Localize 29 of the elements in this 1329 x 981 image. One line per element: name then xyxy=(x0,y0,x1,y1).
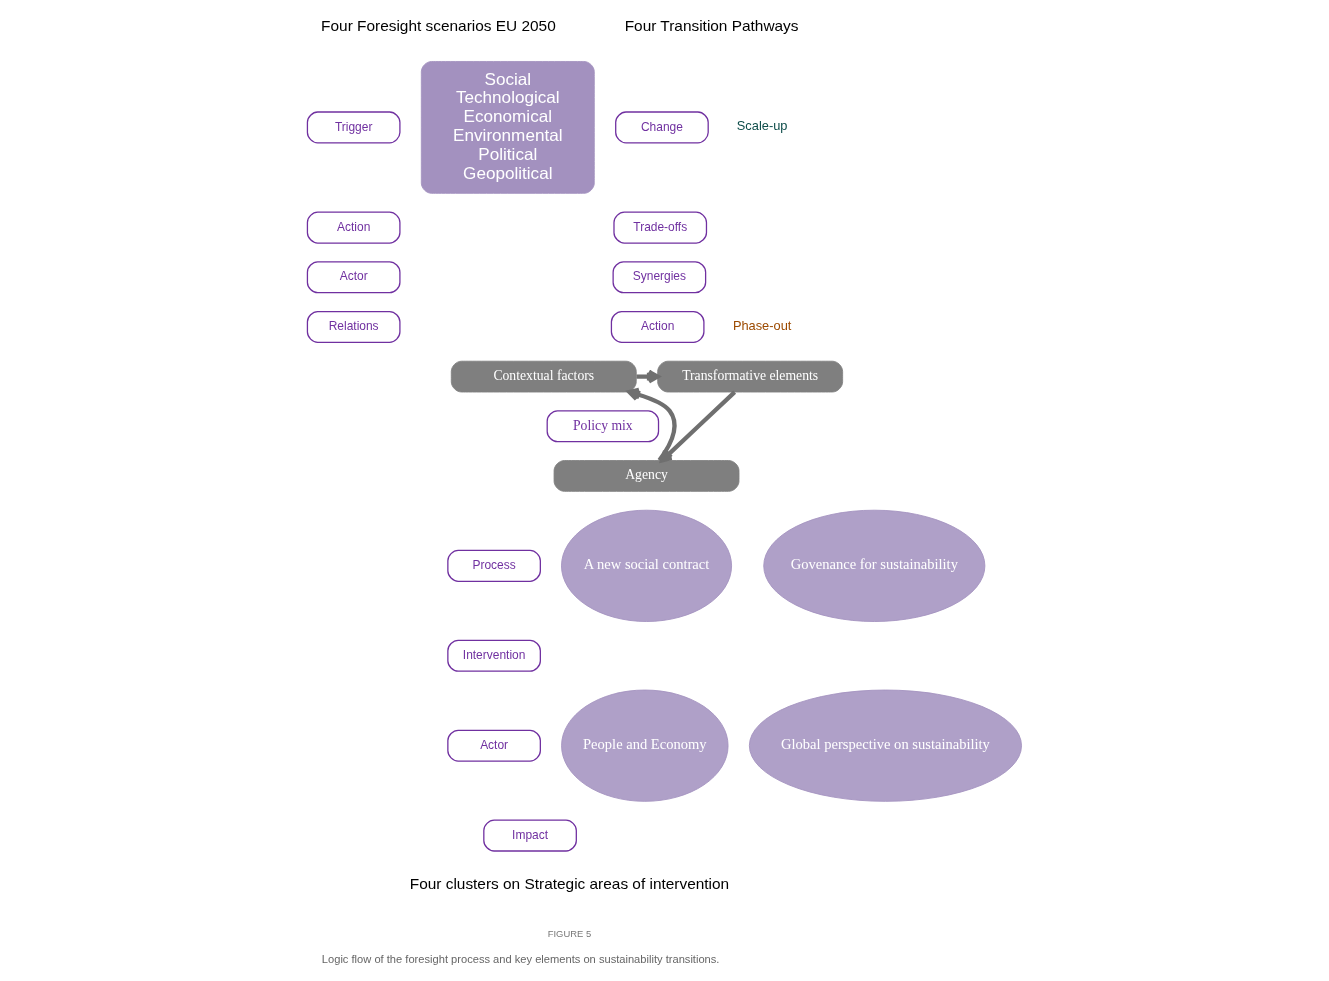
node-ellipse: People and Economy xyxy=(561,689,729,802)
label: Four Foresight scenarios EU 2050 xyxy=(321,17,556,34)
label: Four clusters on Strategic areas of intervention xyxy=(409,875,730,893)
node-box: Relations xyxy=(306,310,401,343)
node-ellipse: Global perspective on sustainability xyxy=(748,689,1022,802)
node-box: Actor xyxy=(306,261,401,294)
node-box: Contextual factors xyxy=(450,360,637,393)
node-box: Actor xyxy=(447,729,541,762)
node-box: Intervention xyxy=(447,639,541,672)
label: Scale-up xyxy=(736,118,788,134)
node-box: Trigger xyxy=(306,111,401,144)
node-ellipse: A new social contract xyxy=(561,509,732,622)
caption: Logic flow of the foresight process and key elements on sustainability transitions. xyxy=(321,952,720,965)
node-box: Policy mix xyxy=(546,410,660,443)
node-box: Action xyxy=(610,310,705,343)
node-ellipse: Govenance for sustainability xyxy=(763,509,986,622)
node-box: Action xyxy=(306,211,401,244)
node-box: Process xyxy=(447,549,541,582)
label: FIGURE 5 xyxy=(547,928,592,940)
node-box: Agency xyxy=(553,460,740,492)
label: Four Transition Pathways xyxy=(624,17,799,34)
node-box: Trade-offs xyxy=(613,211,708,244)
node-box: Change xyxy=(615,111,709,144)
node-box: Social Technological Economical Environmental Political Geopolitical xyxy=(420,61,595,194)
arrow xyxy=(636,369,660,384)
node-box: Transformative elements xyxy=(657,360,844,393)
node-box: Synergies xyxy=(612,261,707,294)
label: Phase-out xyxy=(732,317,792,333)
node-box: Impact xyxy=(483,819,577,852)
